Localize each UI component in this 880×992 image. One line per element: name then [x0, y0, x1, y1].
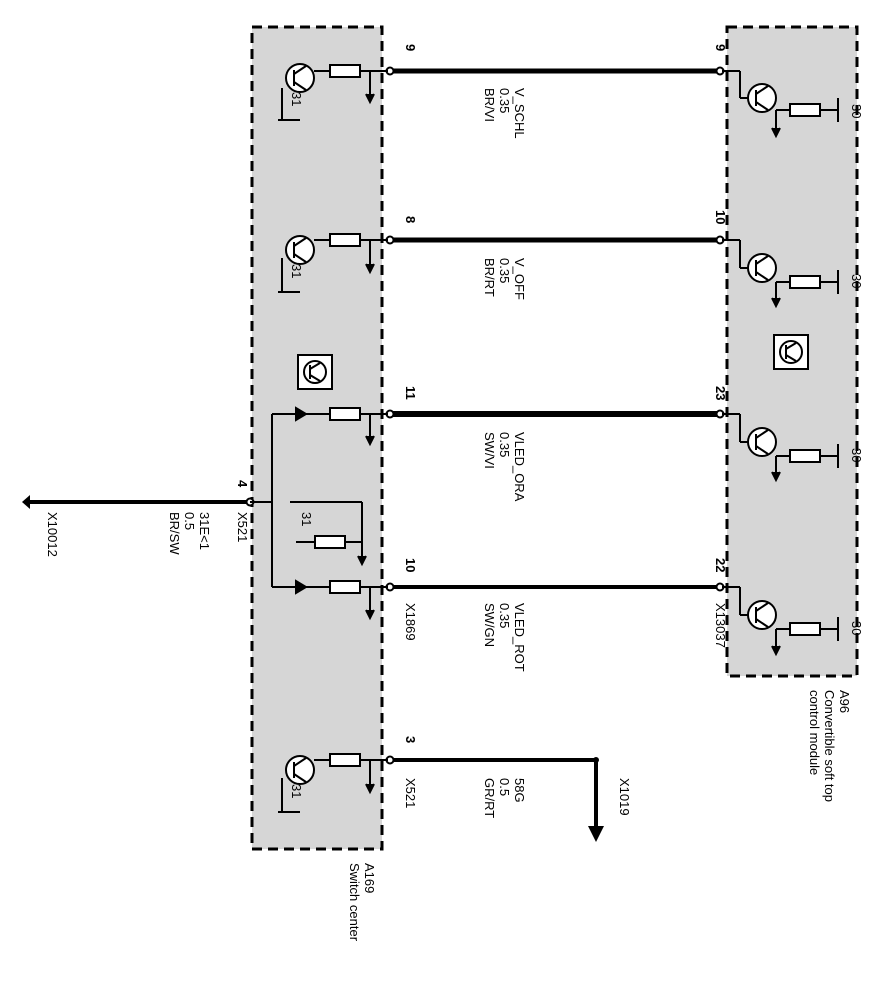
wire-label-cross-section: 0.35: [497, 258, 512, 283]
wire-label-color: BR/VI: [482, 88, 497, 122]
ground-wire-name: 31E<1: [197, 512, 212, 550]
wire-label-color: SW/GN: [482, 603, 497, 647]
ground-pin-number: 4: [235, 480, 250, 488]
right-module-name-line1: Convertible soft top: [822, 690, 837, 802]
wire-label-name: V_OFF: [512, 258, 527, 300]
ground-wire-cross-section: 0.5: [182, 512, 197, 530]
x1019-dot-icon: [593, 757, 599, 763]
ground-terminal-label: 31: [289, 264, 304, 278]
transistor-icon: [285, 63, 315, 93]
main-wires: [28, 68, 723, 832]
ground-terminal-label: 31: [289, 784, 304, 798]
left-pin-number: 10: [403, 558, 418, 572]
ground-terminal-label: 31: [289, 92, 304, 106]
ground-wire-connector: X521: [235, 512, 250, 542]
right-connector-label: X13037: [713, 603, 728, 648]
supply-terminal-label: 30: [849, 621, 864, 635]
wire-label-name: V_SCHL: [512, 88, 527, 139]
wire-label-name: VLED_ROT: [512, 603, 527, 672]
transistor-icon: [747, 600, 777, 630]
right-module-id: A96: [837, 690, 852, 713]
right-pin-number: 23: [713, 386, 728, 400]
left-pin-number: 8: [403, 216, 418, 223]
right-pin-number: 9: [713, 44, 728, 51]
wire-label-cross-section: 0.35: [497, 88, 512, 113]
left-connector-label: X1869: [403, 603, 418, 641]
supply-terminal-label: 30: [849, 274, 864, 288]
left-module-circuits: [250, 63, 388, 813]
component-symbol-icon: [297, 354, 333, 390]
ground-wire-destination: X10012: [45, 512, 60, 557]
left-module-id: A169: [362, 863, 377, 893]
left-pin-number: 9: [403, 44, 418, 51]
transistor-icon: [747, 427, 777, 457]
x1019-arrow-icon: [588, 826, 604, 842]
supply-terminal-label: 30: [849, 448, 864, 462]
output-wire-name: 58G: [512, 778, 527, 803]
output-pin-number: 3: [403, 736, 418, 743]
output-wire-cross-section: 0.5: [497, 778, 512, 796]
left-module-name: Switch center: [347, 863, 362, 942]
transistor-icon: [285, 235, 315, 265]
transistor-icon: [747, 253, 777, 283]
right-pin-number: 22: [713, 558, 728, 572]
right-module-circuits: [722, 70, 839, 657]
output-wire-color: GR/RT: [482, 778, 497, 818]
wire-label-cross-section: 0.35: [497, 603, 512, 628]
left-pin-number: 11: [403, 386, 418, 400]
ground-wire-color: BR/SW: [167, 512, 182, 555]
transistor-icon: [747, 83, 777, 113]
output-wire-connector: X521: [403, 778, 418, 808]
transistor-icon: [285, 755, 315, 785]
right-pin-number: 10: [713, 210, 728, 224]
supply-terminal-label: 30: [849, 104, 864, 118]
switch-center-module-box: [250, 25, 384, 851]
right-module-name-line2: control module: [807, 690, 822, 775]
ground-terminal-label: 31: [299, 512, 314, 526]
wire-label-name: VLED_ORA: [512, 432, 527, 502]
output-wire-destination: X1019: [617, 778, 632, 816]
wire-label-color: SW/VI: [482, 432, 497, 469]
component-symbol-icon: [773, 334, 809, 370]
wire-label-cross-section: 0.35: [497, 432, 512, 457]
wire-label-color: BR/RT: [482, 258, 497, 297]
x10012-terminal-icon: [22, 495, 30, 509]
